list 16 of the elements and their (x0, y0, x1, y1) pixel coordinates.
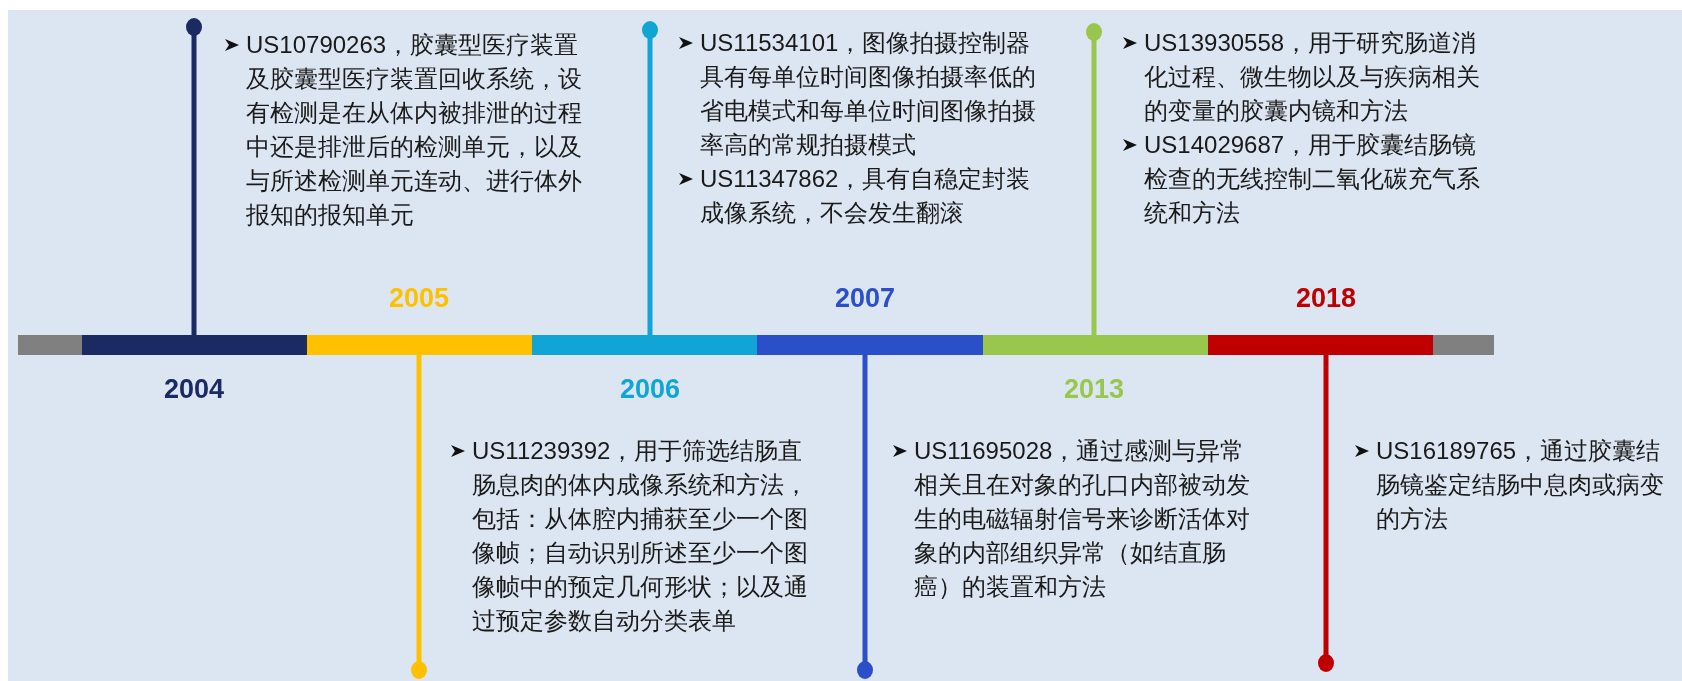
year-label: 2006 (618, 373, 682, 405)
patent-description: US10790263，胶囊型医疗装置及胶囊型医疗装置回收系统，设有检测是在从体内被排泄的过程中还是排泄后的检测单元，以及与所述检测单元连动、进行体外报知的报知单元 (246, 30, 583, 230)
patent-description: US11695028，通过感测与异常相关且在对象的孔口内部被动发生的电磁辐射信号来诊断活体对象的内部组织异常（如结直肠癌）的装置和方法 (914, 436, 1251, 602)
year-label: 2013 (1062, 373, 1126, 405)
year-label: 2018 (1294, 282, 1358, 314)
year-label: 2005 (387, 282, 451, 314)
year-label: 2004 (162, 373, 226, 405)
patent-description: US11239392，用于筛选结肠直肠息肉的体内成像系统和方法，包括：从体腔内捕获至少一个图像帧；自动识别所述至少一个图像帧中的预定几何形状；以及通过预定参数自动分类表单 (472, 436, 809, 636)
patent-description: US16189765，通过胶囊结肠镜鉴定结肠中息肉或病变的方法 (1376, 436, 1665, 534)
patent-description: US14029687，用于胶囊结肠镜检查的无线控制二氧化碳充气系统和方法 (1144, 130, 1481, 228)
year-label: 2007 (833, 282, 897, 314)
patent-description: US11347862，具有自稳定封装成像系统，不会发生翻滚 (700, 164, 1032, 228)
patent-description: US11534101，图像拍摄控制器具有每单位时间图像拍摄率低的省电模式和每单位时间图像拍摄率高的常规拍摄模式 (700, 28, 1037, 160)
patent-description: US13930558，用于研究肠道消化过程、微生物以及与疾病相关的变量的胶囊内镜和方法 (1144, 28, 1481, 126)
timeline-end-bar (18, 335, 82, 355)
timeline-end-bar (1433, 335, 1494, 355)
